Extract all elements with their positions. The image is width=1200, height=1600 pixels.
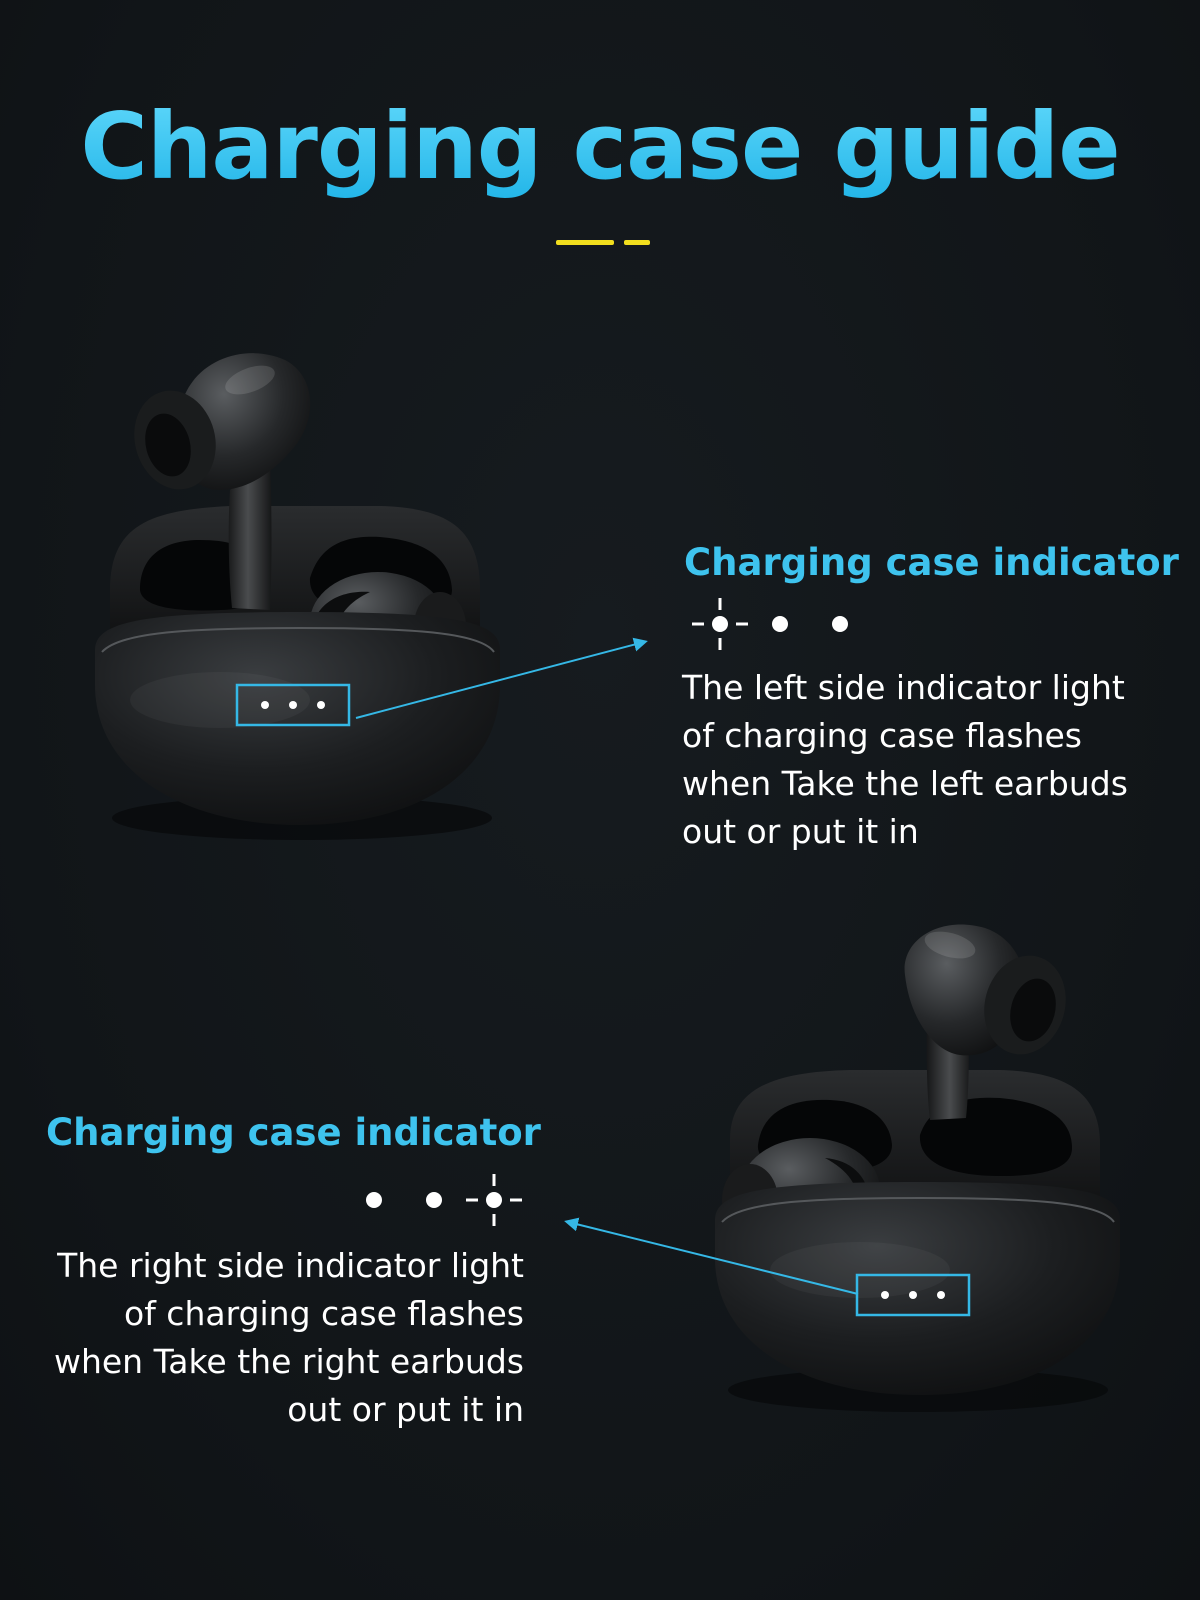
right-indicator-heading: Charging case indicator (46, 1111, 541, 1154)
steady-light-icon (832, 616, 848, 632)
left-indicator-heading: Charging case indicator (684, 541, 1179, 584)
steady-light-icon (366, 1192, 382, 1208)
left-indicator-lights-graphic (692, 598, 848, 650)
indicator-box (855, 1273, 971, 1317)
flashing-light-icon (466, 1174, 522, 1226)
flashing-light-icon (692, 598, 748, 650)
steady-light-icon (772, 616, 788, 632)
left-indicator-lights (690, 596, 870, 652)
steady-light-icon (426, 1192, 442, 1208)
left-indicator-description: The left side indicator light of chargin… (682, 668, 1128, 851)
page-title: Charging case guide (0, 92, 1200, 202)
right-indicator-description: The right side indicator light of chargi… (53, 1246, 524, 1429)
earbuds-case-left-out-graphic (95, 353, 500, 840)
earbuds-case-right-out-graphic (715, 924, 1120, 1412)
earbuds-case-left-out-image (80, 340, 520, 860)
title-underline-short (624, 240, 650, 245)
right-indicator-lights-graphic (366, 1174, 522, 1226)
title-underline-long (556, 240, 614, 245)
right-indicator-lights (344, 1172, 524, 1228)
indicator-box (235, 683, 351, 727)
earbuds-case-right-out-image (700, 920, 1140, 1440)
